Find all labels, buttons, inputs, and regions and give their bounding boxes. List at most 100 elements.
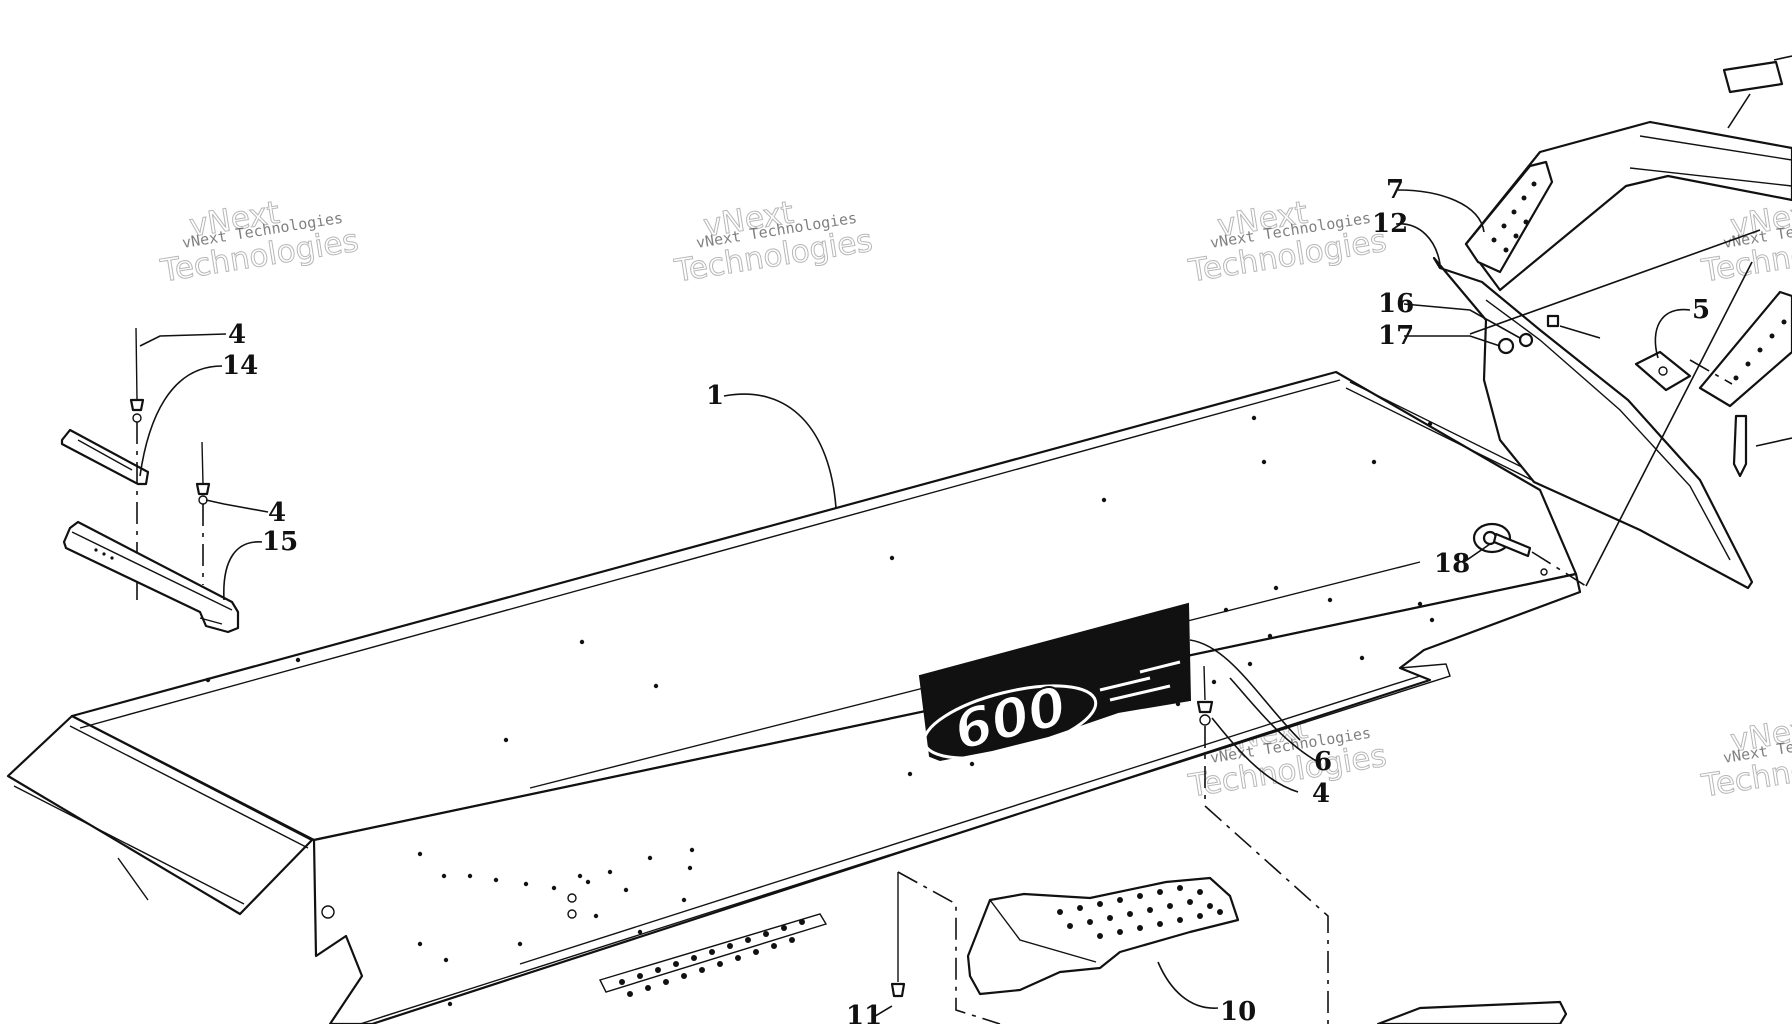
washer: [132, 413, 142, 423]
rivet-assembly-6: [897, 665, 1329, 1024]
strap-slot: [77, 439, 133, 471]
bracket-hole: [110, 556, 114, 560]
callout-4: 4: [1312, 779, 1330, 809]
speed-nut-hole: [1658, 366, 1668, 376]
callout-6: 6: [1314, 747, 1332, 777]
left-bracket-assembly: [60, 327, 240, 634]
strap-part-14: [60, 428, 150, 486]
callout-17: 17: [1378, 321, 1414, 351]
bumper-step-right: [1698, 290, 1792, 408]
partial-bracket: [1376, 1000, 1568, 1024]
offscreen-leader: [1755, 437, 1792, 447]
side-rail: [359, 663, 1451, 1024]
shield-edge: [1485, 299, 1731, 561]
bracket-fold: [71, 531, 233, 611]
leader-10: [1157, 961, 1219, 1009]
nut-part-17: [1497, 337, 1515, 355]
callout-16: 16: [1378, 289, 1414, 319]
decal-swoosh: [922, 684, 1098, 760]
leader-12: [1395, 223, 1441, 265]
leader-17: [1404, 335, 1501, 347]
top-slot: [1349, 381, 1549, 481]
bracket-hole: [102, 552, 106, 556]
callout-18: 18: [1434, 549, 1470, 579]
tunnel-part-1: [6, 370, 1582, 1024]
leader-5: [1654, 308, 1691, 359]
flap-edge: [13, 785, 245, 905]
clip: [1546, 314, 1560, 328]
rivet-head: [890, 982, 906, 998]
bracket-hole: [94, 548, 98, 552]
callout-11: 11: [846, 1001, 882, 1024]
callout-7: 7: [1386, 175, 1404, 205]
assembly-line: [1469, 229, 1761, 335]
leader-4b: [205, 499, 269, 513]
perforation-dots: [619, 919, 805, 997]
leader-16: [1403, 303, 1521, 339]
callout-14: 14: [222, 351, 258, 381]
washer: [198, 495, 208, 505]
footrest-part-10: [966, 876, 1240, 996]
bumper-tube-inner: [1629, 167, 1792, 187]
assembly-line: [1559, 325, 1601, 339]
rivet-pin: [201, 441, 204, 485]
flap-bracket: [117, 857, 149, 901]
rivet-holes-side: [321, 585, 1435, 1007]
reflector-leader: [1727, 93, 1751, 129]
top-edge-line: [79, 379, 1341, 729]
washer: [1199, 714, 1211, 726]
footrest-edge: [989, 899, 1097, 963]
tunnel-top-panel: [70, 370, 1578, 842]
angle-bracket-part-15: [62, 520, 240, 634]
footrest-treads: [1057, 885, 1223, 939]
rear-bumper-assembly: [1432, 55, 1792, 590]
assembly-line: [1531, 551, 1587, 587]
rivet-pin: [1203, 665, 1206, 701]
leader-6-tie: [1189, 639, 1301, 741]
decal-panel: [918, 602, 1192, 762]
watermark: vNext vNext Technologies Technologies: [671, 194, 875, 290]
assembly-line: [1689, 359, 1733, 385]
bumper-step-dots: [1491, 181, 1537, 253]
offscreen-leader: [1773, 55, 1792, 61]
leader-6: [1229, 677, 1319, 763]
speed-nut-part-5: [1634, 350, 1692, 392]
perforated-strip: [599, 913, 828, 993]
leader-11: [871, 1005, 893, 1019]
rivet-head: [1196, 700, 1214, 714]
callout-4: 4: [268, 498, 286, 528]
callout-5: 5: [1692, 295, 1710, 325]
side-rail: [519, 675, 1421, 965]
leader-4a: [139, 333, 227, 347]
leader-7: [1397, 189, 1485, 233]
reflector: [1722, 60, 1784, 94]
top-slot: [1345, 387, 1541, 485]
flap-edge: [69, 725, 309, 849]
decal-stripes: [1099, 660, 1181, 702]
model-decal: 600: [918, 602, 1192, 764]
leader-15: [223, 541, 263, 601]
assembly-line: [1204, 726, 1329, 1024]
callout-4: 4: [228, 320, 246, 350]
bolt-part-16: [1518, 332, 1534, 348]
leader-18: [1463, 543, 1491, 563]
watermark: vNext vNext Technologies Technologies: [157, 194, 361, 290]
bumper-tube-inner: [1639, 135, 1792, 161]
leader-14: [139, 365, 223, 477]
mount-hole: [1540, 568, 1548, 576]
bumper-step-left: [1464, 160, 1554, 274]
flap-shield-part-12: [1432, 256, 1754, 590]
callout-1: 1: [706, 381, 724, 411]
rivet-holes-top: [205, 415, 1433, 879]
rivet-part-11: [890, 872, 906, 998]
bolt-lower: [1732, 414, 1748, 478]
callout-15: 15: [262, 527, 298, 557]
watermark: vNext vNext Technologies Technologies: [1698, 709, 1792, 805]
rivet-head: [129, 398, 145, 412]
leader-1: [723, 393, 837, 509]
fastener-part-18: [1472, 522, 1587, 587]
callout-10: 10: [1220, 997, 1256, 1024]
rivet-pin: [135, 327, 138, 401]
bracket-slot: [199, 617, 223, 625]
